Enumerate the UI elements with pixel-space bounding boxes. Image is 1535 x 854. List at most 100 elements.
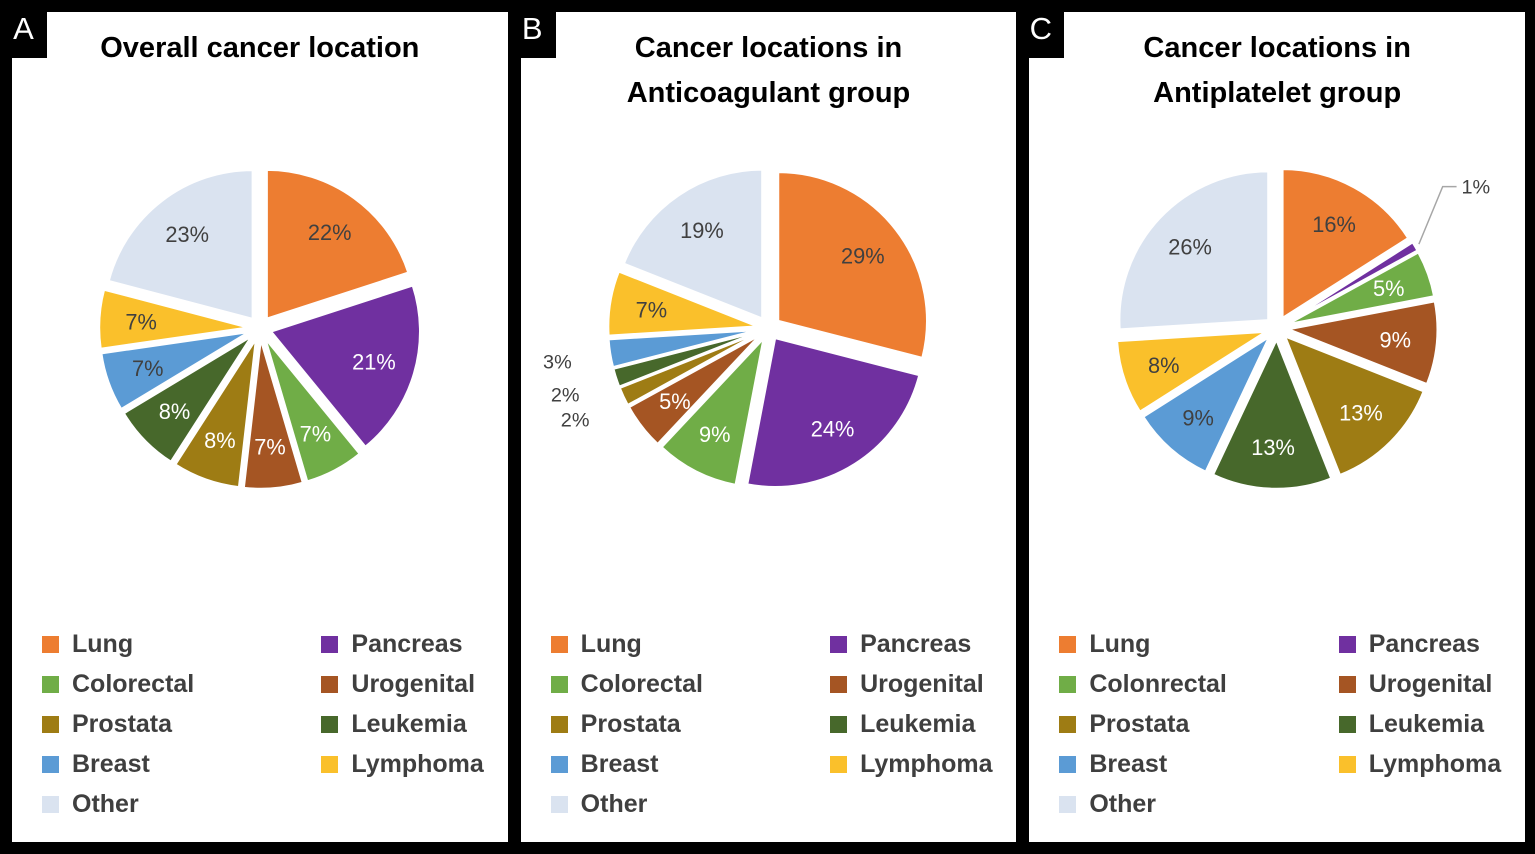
legend-item-lung: Lung — [42, 624, 321, 664]
pie-chart-anticoagulant: 29%24%9%5%2%2%3%7%19% — [543, 168, 928, 488]
slice-label-prostata: 13% — [1340, 400, 1384, 425]
legend-item-breast: Breast — [1059, 744, 1338, 784]
pie-slice-leukemia — [1212, 339, 1333, 490]
legend-swatch-breast — [42, 755, 59, 773]
pie-slice-urogenital — [627, 334, 761, 445]
legend-item-prostata: Prostata — [1059, 704, 1338, 744]
slice-label-colorectal: 7% — [300, 421, 332, 446]
legend-item-lymphoma: Lymphoma — [830, 744, 1016, 784]
legend-item-colorectal: Colorectal — [42, 664, 321, 704]
slice-label-lung: 22% — [308, 220, 352, 245]
legend-label: Lymphoma — [351, 749, 484, 778]
legend-item-lymphoma: Lymphoma — [1338, 744, 1525, 784]
legend-label: Urogenital — [351, 669, 476, 698]
panel-title: Cancer locations in Anticoagulant group — [626, 32, 911, 109]
slice-label-lymphoma: 7% — [635, 297, 667, 322]
slice-label-other: 23% — [165, 222, 209, 247]
panel-a: A Overall cancer location 22%21%7%7%8%8%… — [0, 0, 508, 842]
legend-label: Pancreas — [1368, 629, 1480, 658]
pie-slice-lymphoma — [607, 270, 758, 337]
legend-item-urogenital: Urogenital — [321, 664, 507, 704]
legend-item-colorectal: Colorectal — [550, 664, 830, 704]
callout-leader-line — [1418, 185, 1457, 245]
legend-swatch-urogenital — [830, 675, 848, 693]
legend-swatch-other — [42, 795, 59, 813]
legend-swatch-leukemia — [321, 715, 339, 733]
legend-label: Urogenital — [860, 669, 984, 698]
legend-swatch-leukemia — [1338, 715, 1356, 733]
legend-label: Prostata — [1089, 709, 1190, 738]
legend-item-other: Other — [550, 784, 830, 824]
legend-label: Prostata — [72, 709, 173, 738]
legend-label: Pancreas — [351, 629, 463, 658]
legend-item-colonrectal: Colonrectal — [1059, 664, 1338, 704]
legend-label: Colorectal — [72, 669, 195, 698]
legend-item-leukemia: Leukemia — [1338, 704, 1525, 744]
slice-label-breast: 7% — [132, 356, 164, 381]
legend-label: Leukemia — [1368, 709, 1485, 738]
pie-slice-other — [622, 168, 763, 320]
pie-slice-prostata — [618, 332, 759, 406]
pie-slice-other — [107, 169, 254, 320]
pie-slice-urogenital — [242, 339, 304, 490]
legend-swatch-leukemia — [830, 715, 848, 733]
legend-label: Lung — [1089, 629, 1151, 658]
legend-item-lung: Lung — [550, 624, 830, 664]
slice-label-pancreas: 1% — [1462, 177, 1491, 199]
panel-letter-badge: B — [508, 0, 556, 58]
legend-item-prostata: Prostata — [550, 704, 830, 744]
slice-label-colonrectal: 5% — [1373, 276, 1405, 301]
pie-chart-overall: 22%21%7%7%8%8%7%7%23% — [98, 168, 421, 490]
slice-label-breast: 3% — [543, 352, 572, 374]
legend-swatch-lymphoma — [321, 755, 339, 773]
slice-label-leukemia: 2% — [551, 384, 580, 406]
slice-label-pancreas: 21% — [352, 350, 396, 375]
pie-slice-lung — [265, 168, 410, 320]
legend-swatch-other — [550, 795, 568, 813]
legend-swatch-lung — [42, 635, 59, 653]
legend-item-pancreas: Pancreas — [1338, 624, 1525, 664]
legend-label: Breast — [1089, 749, 1168, 778]
legend-swatch-breast — [1059, 755, 1077, 773]
legend-swatch-prostata — [550, 715, 568, 733]
legend-label: Breast — [580, 749, 659, 778]
pie-slice-urogenital — [1287, 300, 1439, 385]
legend-label: Leukemia — [351, 709, 467, 738]
legend-item-lymphoma: Lymphoma — [321, 744, 507, 784]
legend-label: Lung — [72, 629, 134, 658]
legend-item-breast: Breast — [42, 744, 321, 784]
slice-label-prostata: 8% — [204, 428, 236, 453]
slice-label-urogenital: 5% — [659, 389, 691, 414]
pie-slice-breast — [100, 331, 250, 410]
pie-slice-prostata — [174, 338, 257, 489]
pie-slice-lymphoma — [98, 288, 249, 350]
slice-label-leukemia: 8% — [159, 399, 191, 424]
legend-item-other: Other — [1059, 784, 1338, 824]
pie-slice-lymphoma — [1116, 330, 1267, 413]
legend-item-other: Other — [42, 784, 321, 824]
legend-swatch-lymphoma — [1338, 755, 1356, 773]
legend-swatch-lung — [550, 635, 568, 653]
legend-item-lung: Lung — [1059, 624, 1338, 664]
legend-swatch-lymphoma — [830, 755, 848, 773]
legend-label: Colorectal — [580, 669, 703, 698]
pie-slice-other — [1118, 170, 1270, 331]
legend-swatch-pancreas — [830, 635, 848, 653]
legend-label: Colonrectal — [1089, 669, 1227, 698]
legend-swatch-other — [1059, 795, 1077, 813]
legend-label: Prostata — [580, 709, 681, 738]
pie-slice-colorectal — [660, 337, 765, 486]
panel-title: Cancer locations in Antiplatelet group — [1143, 32, 1411, 109]
legend-swatch-colorectal — [550, 675, 568, 693]
legend-swatch-prostata — [42, 715, 59, 733]
slice-label-prostata: 2% — [560, 409, 589, 431]
legend-label: Pancreas — [860, 629, 972, 658]
slice-label-lymphoma: 7% — [125, 309, 157, 334]
pie-slice-breast — [607, 329, 758, 369]
